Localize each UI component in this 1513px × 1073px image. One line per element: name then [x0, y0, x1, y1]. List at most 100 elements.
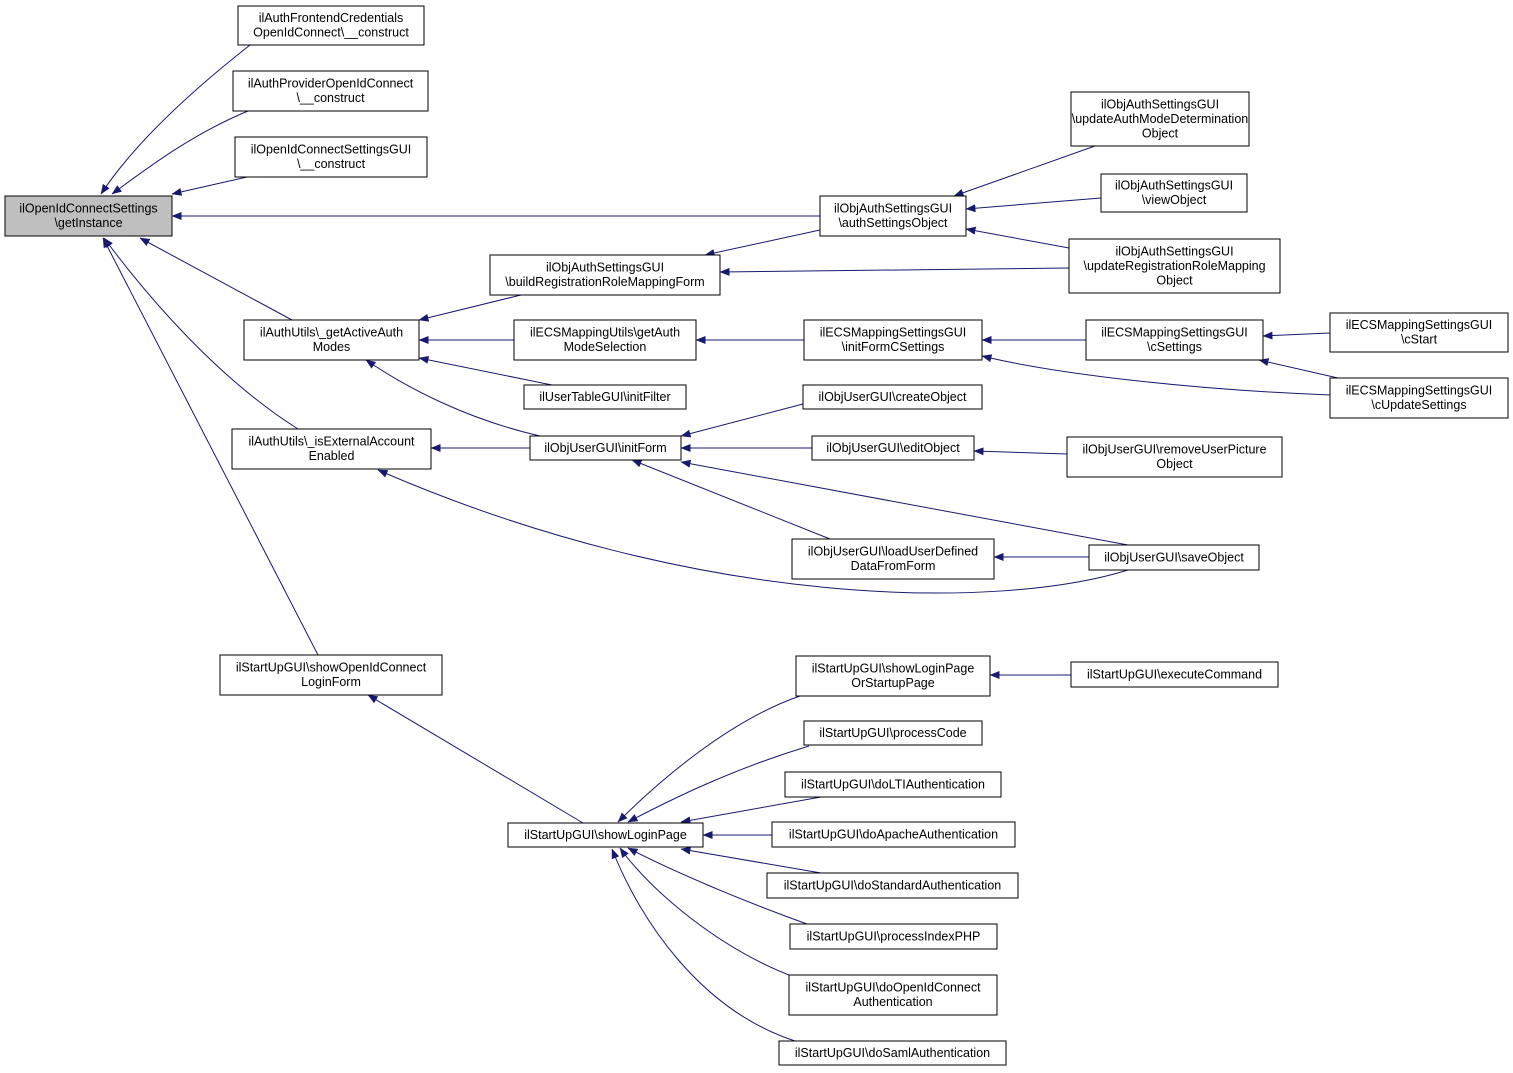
node-createobj[interactable]: ilObjUserGUI\createObject [802, 384, 983, 410]
node-label: Object [1156, 273, 1193, 287]
node-csettings[interactable]: ilECSMappingSettingsGUI\cSettings [1085, 319, 1264, 361]
node-label: ilStartUpGUI\showLoginPage [812, 662, 975, 676]
node-box [789, 923, 998, 950]
node-label: \__construct [297, 157, 366, 171]
node-label: ilStartUpGUI\processCode [819, 726, 966, 740]
node-label: \cUpdateSettings [1371, 398, 1466, 412]
node-label: ilObjAuthSettingsGUI [834, 202, 952, 216]
node-label: \updateAuthModeDetermination [1072, 112, 1249, 126]
node-label: ModeSelection [564, 340, 647, 354]
node-label: ilStartUpGUI\showOpenIdConnect [236, 661, 427, 675]
node-box [219, 654, 443, 696]
node-label: \getInstance [54, 216, 122, 230]
node-label: Object [1142, 126, 1179, 140]
node-cstart[interactable]: ilECSMappingSettingsGUI\cStart [1329, 312, 1509, 353]
node-frontend[interactable]: ilAuthFrontendCredentialsOpenIdConnect\_… [237, 5, 425, 46]
node-settingsgui[interactable]: ilOpenIdConnectSettingsGUI\__construct [234, 136, 428, 178]
node-box [1066, 436, 1283, 478]
node-label: ilObjUserGUI\loadUserDefined [808, 545, 978, 559]
node-label: \authSettingsObject [838, 216, 948, 230]
node-usertable[interactable]: ilUserTableGUI\initFilter [523, 384, 687, 410]
node-label: \cSettings [1147, 340, 1202, 354]
node-label: Authentication [853, 995, 932, 1009]
edge-getactive-to-root [139, 237, 293, 321]
node-box [234, 136, 428, 178]
node-cupdate[interactable]: ilECSMappingSettingsGUI\cUpdateSettings [1329, 377, 1509, 419]
edge-updateauthmode-to-authsettings [953, 145, 1096, 197]
node-dosaml[interactable]: ilStartUpGUI\doSamlAuthentication [778, 1040, 1007, 1066]
node-updatereg[interactable]: ilObjAuthSettingsGUI\updateRegistrationR… [1068, 238, 1281, 294]
node-label: ilOpenIdConnectSettings [19, 202, 157, 216]
edge-loaduser-to-initform [631, 459, 831, 540]
node-label: \viewObject [1142, 193, 1207, 207]
edge-showlogin-to-showoidc [367, 694, 584, 824]
node-showlogin[interactable]: ilStartUpGUI\showLoginPage [507, 822, 704, 848]
node-updateauthmode[interactable]: ilObjAuthSettingsGUI\updateAuthModeDeter… [1070, 91, 1250, 147]
node-box [802, 384, 983, 410]
node-label: DataFromForm [851, 559, 936, 573]
edge-buildreg-to-getactive [418, 294, 522, 322]
node-initform[interactable]: ilObjUserGUI\initForm [529, 435, 682, 461]
node-label: ilAuthProviderOpenIdConnect [248, 77, 414, 91]
node-label: OrStartupPage [851, 676, 934, 690]
edge-showoidc-to-root [102, 237, 319, 656]
node-label: OpenIdConnect\__construct [253, 26, 409, 40]
node-box [791, 538, 995, 580]
edge-cstart-to-csettings [1262, 331, 1331, 340]
node-initformc[interactable]: ilECSMappingSettingsGUI\initFormCSetting… [803, 319, 983, 361]
node-label: ilUserTableGUI\initFilter [539, 390, 670, 404]
node-dostandard[interactable]: ilStartUpGUI\doStandardAuthentication [766, 872, 1019, 899]
edge-viewobj-to-authsettings [965, 197, 1102, 213]
node-label: ilObjUserGUI\removeUserPicture [1082, 443, 1266, 457]
node-label: ilAuthUtils\_getActiveAuth [260, 326, 403, 340]
node-label: ilStartUpGUI\doLTIAuthentication [801, 777, 985, 791]
node-label: Object [1156, 457, 1193, 471]
node-box [231, 428, 432, 470]
node-box [803, 319, 983, 361]
edge-updatereg-to-buildreg [719, 267, 1070, 276]
node-label: Modes [313, 340, 351, 354]
node-authsettings[interactable]: ilObjAuthSettingsGUI\authSettingsObject [819, 195, 967, 237]
node-box [243, 319, 420, 361]
node-label: \updateRegistrationRoleMapping [1083, 259, 1265, 273]
node-root[interactable]: ilOpenIdConnectSettings\getInstance [4, 195, 173, 237]
node-box [1070, 661, 1279, 688]
nodes-layer: ilOpenIdConnectSettings\getInstance ilAut… [4, 5, 1509, 1066]
node-box [489, 254, 721, 296]
edge-isexternal-to-root [103, 237, 299, 430]
edge-processcode-to-showlogin [627, 745, 810, 823]
node-provider[interactable]: ilAuthProviderOpenIdConnect\__construct [232, 70, 429, 112]
node-dolti[interactable]: ilStartUpGUI\doLTIAuthentication [784, 771, 1002, 798]
node-label: ilECSMappingSettingsGUI [1346, 318, 1493, 332]
node-label: \initFormCSettings [842, 340, 945, 354]
node-processindex[interactable]: ilStartUpGUI\processIndexPHP [789, 923, 998, 950]
node-label: ilECSMappingUtils\getAuth [530, 326, 680, 340]
node-box [778, 1040, 1007, 1066]
edge-settingsgui-to-root [171, 176, 248, 196]
node-label: ilStartUpGUI\doOpenIdConnect [805, 981, 981, 995]
node-box [819, 195, 967, 237]
node-label: ilObjUserGUI\editObject [826, 441, 960, 455]
node-box [803, 720, 983, 746]
node-processcode[interactable]: ilStartUpGUI\processCode [803, 720, 983, 746]
node-viewobj[interactable]: ilObjAuthSettingsGUI\viewObject [1100, 173, 1248, 213]
node-label: ilECSMappingSettingsGUI [1346, 384, 1493, 398]
node-label: LoginForm [301, 675, 361, 689]
node-label: ilObjUserGUI\createObject [819, 390, 967, 404]
node-dooidc[interactable]: ilStartUpGUI\doOpenIdConnectAuthenticati… [788, 974, 998, 1016]
node-buildreg[interactable]: ilObjAuthSettingsGUI\buildRegistrationRo… [489, 254, 721, 296]
node-box [237, 5, 425, 46]
node-saveobj[interactable]: ilObjUserGUI\saveObject [1088, 544, 1260, 571]
node-editobj[interactable]: ilObjUserGUI\editObject [811, 435, 975, 461]
node-doapache[interactable]: ilStartUpGUI\doApacheAuthentication [771, 821, 1016, 848]
node-execcmd[interactable]: ilStartUpGUI\executeCommand [1070, 661, 1279, 688]
node-box [795, 655, 991, 697]
